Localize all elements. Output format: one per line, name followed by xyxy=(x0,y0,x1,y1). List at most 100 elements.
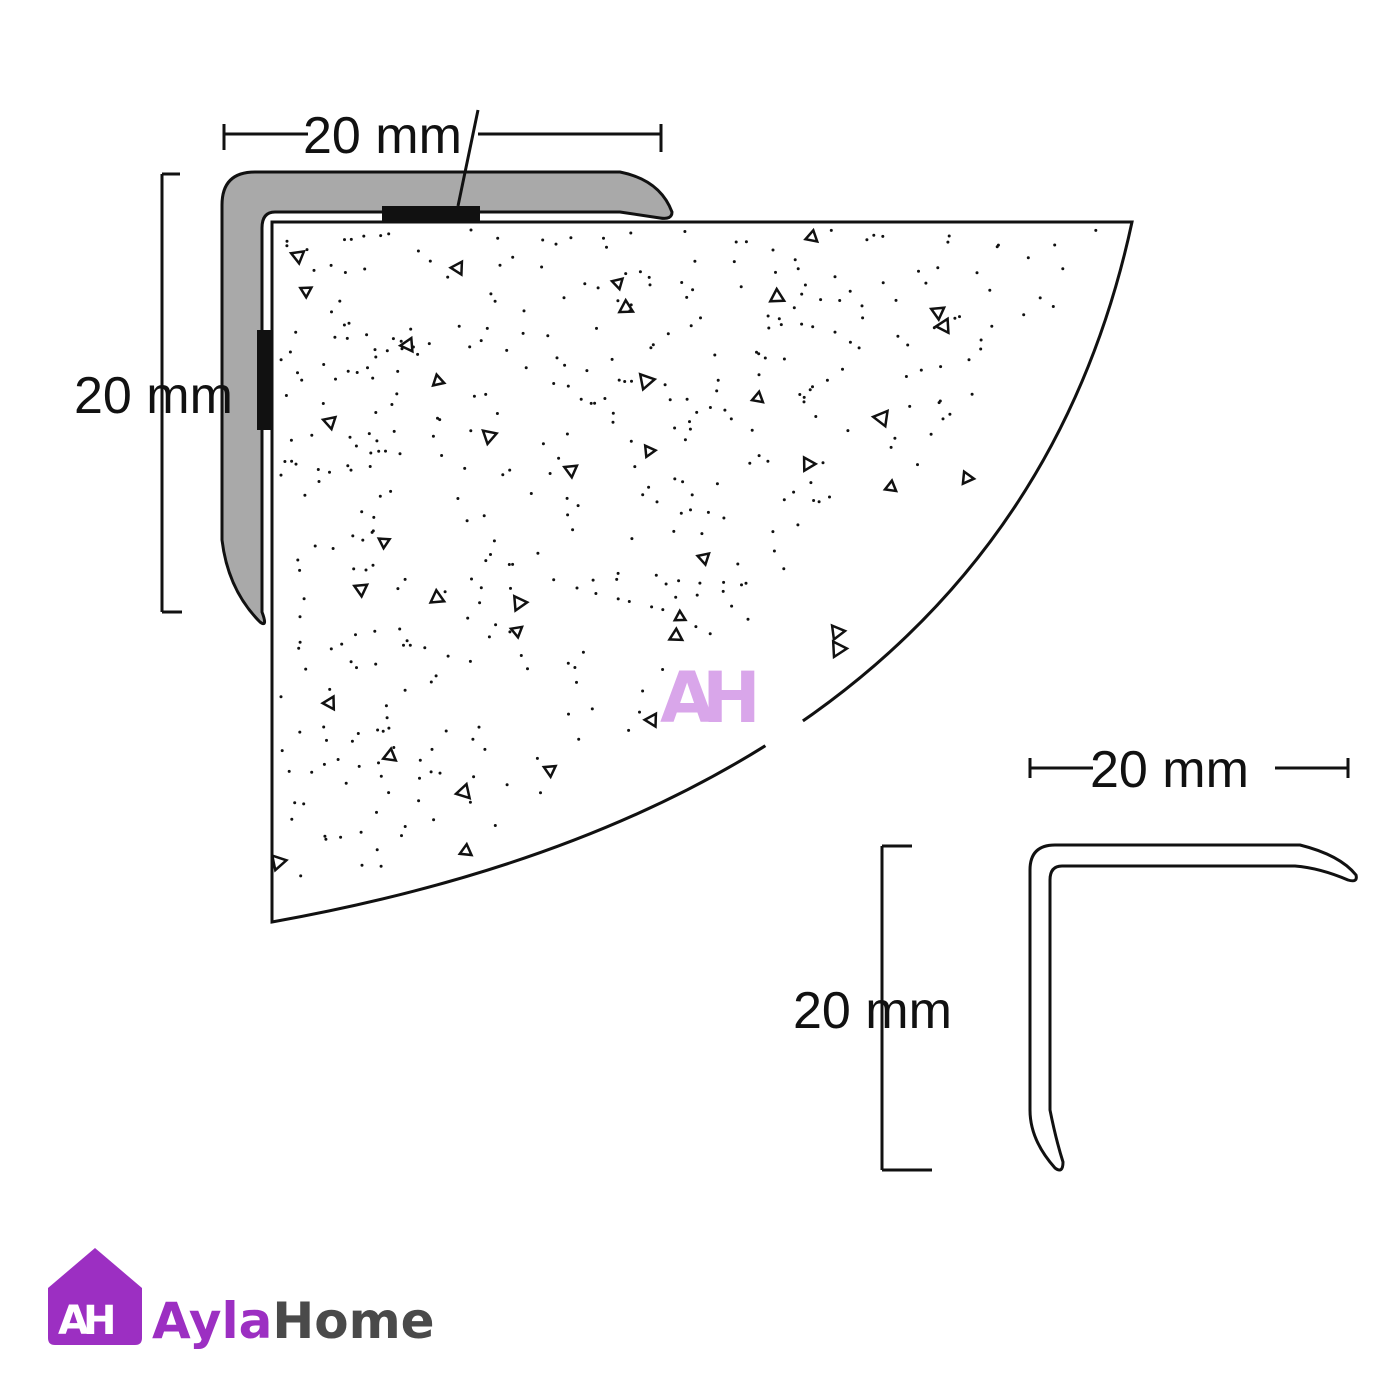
aggregate-dot xyxy=(360,863,364,867)
aggregate-dot xyxy=(800,292,804,296)
aggregate-dot xyxy=(689,508,692,512)
aggregate-dot xyxy=(379,864,383,868)
aggregate-triangle xyxy=(453,781,472,800)
aggregate-dot xyxy=(648,283,652,287)
aggregate-dot xyxy=(677,579,681,583)
aggregate-dot xyxy=(1061,267,1065,271)
aggregate-dot xyxy=(328,687,332,691)
aggregate-triangle xyxy=(609,276,625,292)
aggregate-dot xyxy=(661,608,665,612)
aggregate-dot xyxy=(304,667,308,671)
aggregate-dot xyxy=(715,482,719,486)
aggregate-triangle xyxy=(882,478,899,493)
aggregate-dot xyxy=(695,593,699,597)
aggregate-dot xyxy=(841,367,844,371)
aggregate-dot xyxy=(777,317,781,321)
aggregate-dot xyxy=(403,825,407,828)
aggregate-dot xyxy=(310,433,314,437)
aggregate-dot xyxy=(390,403,394,406)
aggregate-dot xyxy=(539,791,542,795)
aggregate-triangle xyxy=(431,372,447,388)
aggregate-dot xyxy=(590,707,594,711)
aggregate-dot xyxy=(595,326,598,330)
aggregate-dot xyxy=(796,267,800,271)
aggregate-dot xyxy=(398,452,402,456)
aggregate-triangle xyxy=(749,389,765,404)
aggregate-dot xyxy=(466,616,470,620)
aggregate-dot xyxy=(661,668,665,671)
angle-profile-cross-section xyxy=(1028,843,1358,1172)
aggregate-dot xyxy=(979,338,983,342)
aggregate-dot xyxy=(577,737,581,741)
adhesive-leader-line xyxy=(456,109,480,207)
aggregate-triangle xyxy=(870,409,890,429)
aggregate-dot xyxy=(416,249,420,253)
aggregate-dot xyxy=(541,442,545,446)
aggregate-dot xyxy=(346,464,350,468)
aggregate-dot xyxy=(321,402,325,405)
aggregate-dot xyxy=(408,643,412,647)
aggregate-dot xyxy=(339,835,343,839)
aggregate-triangle xyxy=(508,625,524,640)
aggregate-dot xyxy=(468,800,472,804)
aggregate-dot xyxy=(310,770,314,774)
aggregate-dot xyxy=(641,493,645,497)
aggregate-dot xyxy=(861,316,865,320)
aggregate-dot xyxy=(755,350,758,354)
aggregate-dot xyxy=(340,642,344,646)
aggregate-dot xyxy=(739,285,743,289)
aggregate-dot xyxy=(364,568,368,572)
aggregate-dot xyxy=(655,500,659,504)
aggregate-dot xyxy=(757,373,761,377)
aggregate-dot xyxy=(392,746,396,749)
aggregate-triangle xyxy=(803,227,820,244)
aggregate-dot xyxy=(444,729,448,733)
aggregate-dot xyxy=(472,775,476,779)
aggregate-dot xyxy=(443,590,447,594)
aggregate-dot xyxy=(312,268,316,272)
aggregate-dot xyxy=(374,662,378,666)
aggregate-dot xyxy=(860,304,864,308)
aggregate-dot xyxy=(381,729,385,733)
aggregate-triangle xyxy=(933,316,950,335)
aggregate-dot xyxy=(792,306,796,310)
aggregate-dot xyxy=(689,324,693,328)
aggregate-dot xyxy=(367,432,371,436)
aggregate-dot xyxy=(492,539,496,543)
aggregate-dot xyxy=(678,679,682,683)
aggregate-dot xyxy=(629,303,633,307)
aggregate-dot xyxy=(679,511,683,515)
aggregate-triangle xyxy=(617,297,636,314)
aggregate-dot xyxy=(627,728,631,732)
aggregate-dot xyxy=(465,519,469,523)
aggregate-dot xyxy=(562,296,566,300)
aggregate-dot xyxy=(938,399,942,403)
aggregate-triangle xyxy=(448,259,464,277)
aggregate-dot xyxy=(782,498,786,502)
aggregate-dot xyxy=(483,747,487,751)
aggregate-dot xyxy=(328,470,331,474)
aggregate-dot xyxy=(346,369,350,373)
aggregate-dot xyxy=(384,704,388,708)
aggregate-dot xyxy=(508,630,512,634)
aggregate-dot xyxy=(958,315,961,319)
aggregate-dot xyxy=(331,547,335,550)
aggregate-dot xyxy=(593,401,597,405)
aggregate-dot xyxy=(360,510,364,514)
aggregate-dot xyxy=(633,465,637,469)
aggregate-dot xyxy=(694,625,698,629)
aggregate-dot xyxy=(396,587,400,591)
aggregate-dot xyxy=(734,240,738,244)
aggregate-dot xyxy=(838,299,842,302)
logo-text-home: Home xyxy=(272,1292,434,1350)
aggregate-dot xyxy=(352,567,356,571)
aggregate-dot xyxy=(603,397,607,400)
aggregate-dot xyxy=(522,309,526,313)
aggregate-dot xyxy=(384,449,387,453)
aggregate-dot xyxy=(279,358,283,362)
aggregate-dot xyxy=(565,496,569,500)
aggregate-dot xyxy=(427,342,431,346)
aggregate-dot xyxy=(581,650,585,654)
aggregate-dot xyxy=(798,393,802,396)
